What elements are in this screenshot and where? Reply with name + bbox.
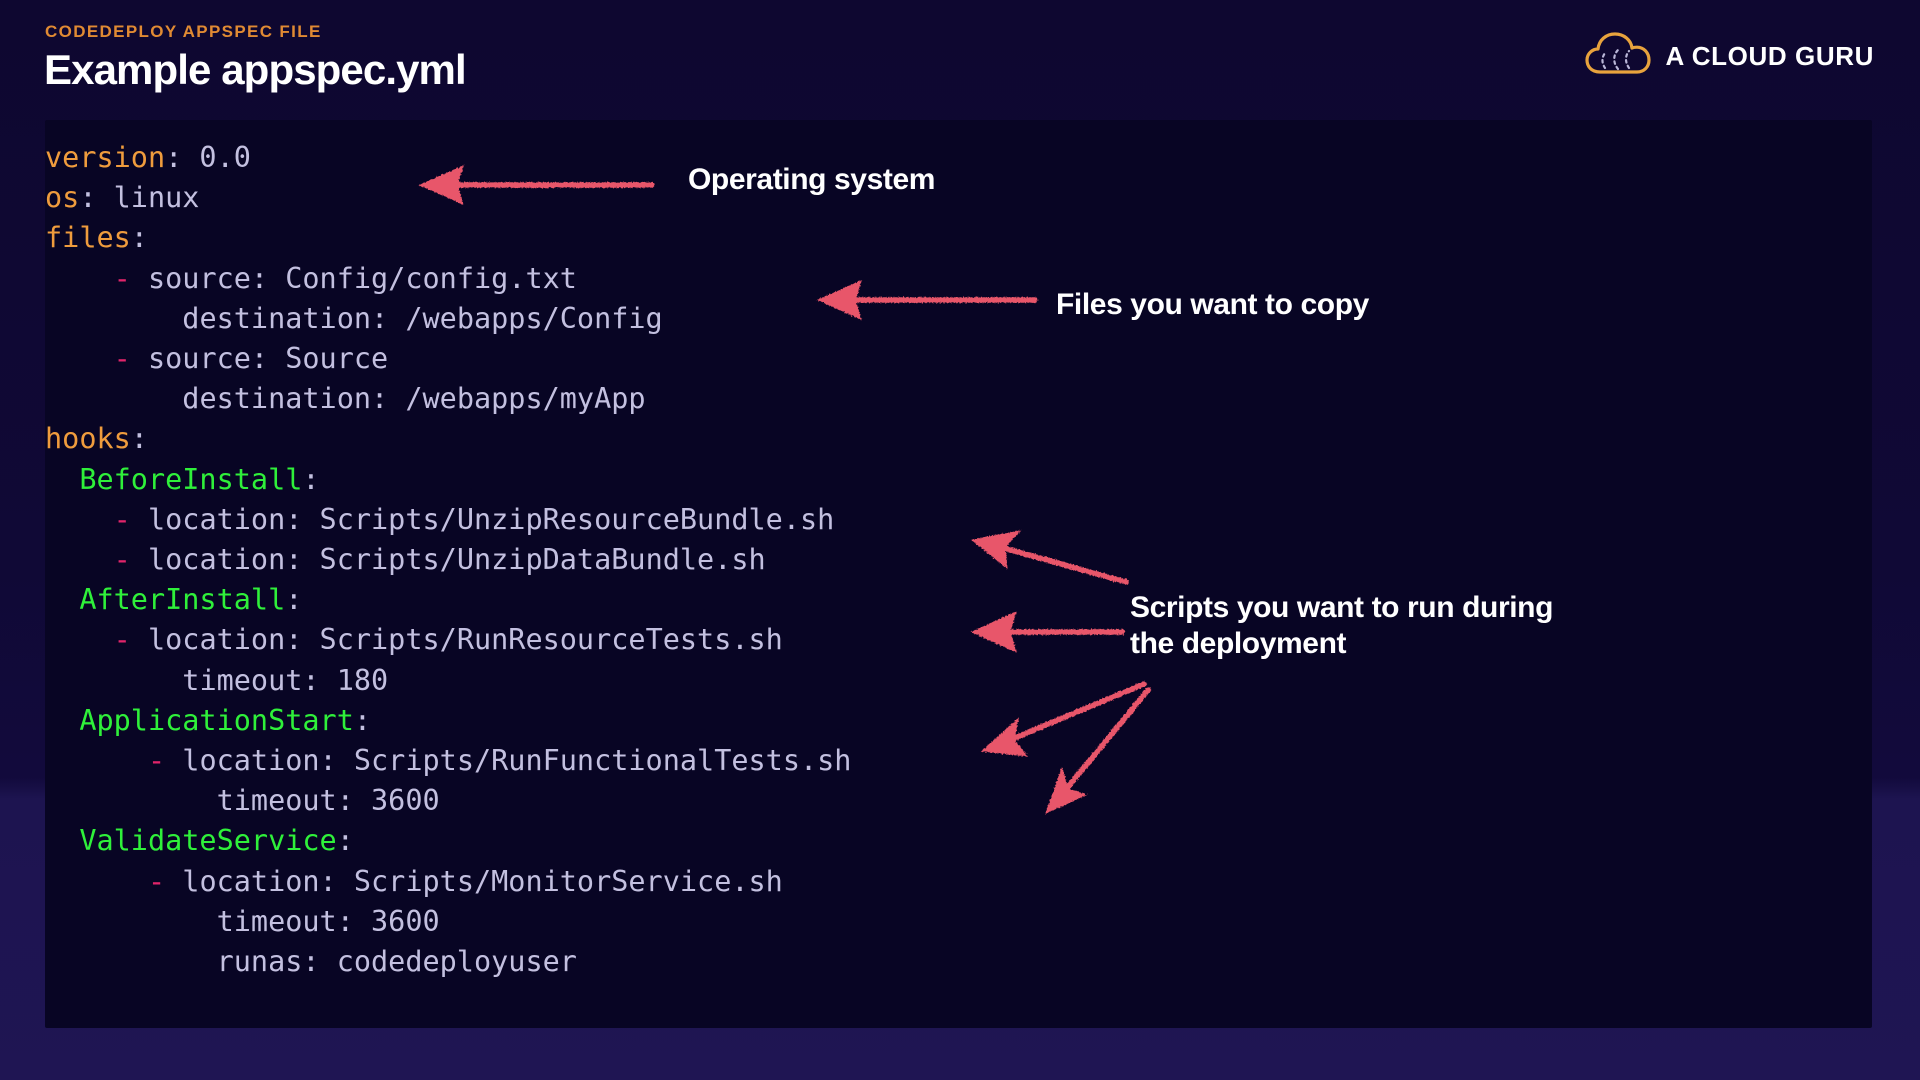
page-title: Example appspec.yml: [44, 46, 467, 93]
annotation-operating-system: Operating system: [688, 163, 936, 196]
annotation-files-to-copy: Files you want to copy: [1056, 288, 1369, 321]
annotation-scripts-line2: the deployment: [1130, 627, 1347, 660]
annotation-scripts-line1: Scripts you want to run during: [1130, 591, 1554, 624]
brand-lockup: A CLOUD GURU: [1584, 32, 1874, 81]
cloud-icon: [1584, 32, 1651, 81]
annotation-scripts-to-run: Scripts you want to run during the deplo…: [1130, 590, 1770, 662]
brand-name: A CLOUD GURU: [1665, 41, 1874, 71]
slide-eyebrow: CODEDEPLOY APPSPEC FILE: [45, 22, 322, 41]
